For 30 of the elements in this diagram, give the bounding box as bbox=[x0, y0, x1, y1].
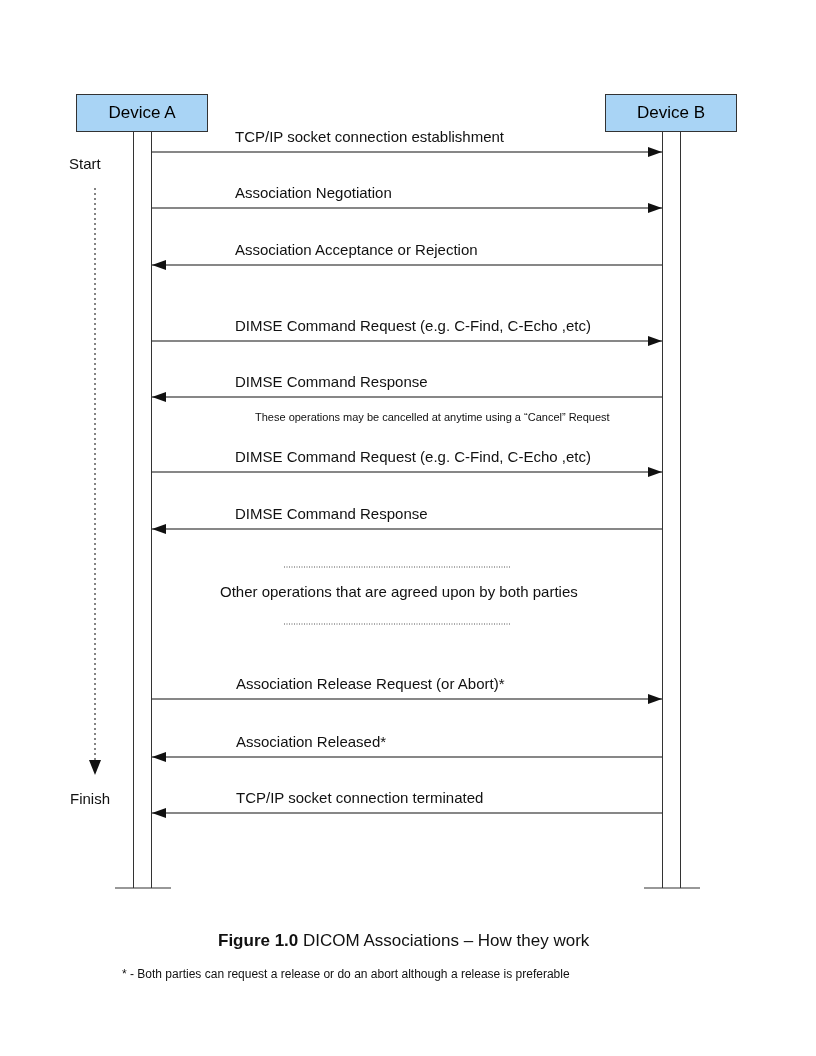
arrow bbox=[151, 260, 663, 270]
footnote: * - Both parties can request a release or do an abort although a release is preferable bbox=[122, 967, 570, 981]
note: These operations may be cancelled at anytime using a “Cancel” Request bbox=[255, 411, 610, 423]
message-label: DIMSE Command Response bbox=[235, 373, 428, 390]
arrow bbox=[151, 524, 663, 534]
message-label: Association Negotiation bbox=[235, 184, 392, 201]
message-label: DIMSE Command Request (e.g. C-Find, C-Echo ,etc) bbox=[235, 448, 591, 465]
message-label: TCP/IP socket connection establishment bbox=[235, 128, 505, 145]
note-text: Other operations that are agreed upon by both parties bbox=[220, 583, 578, 600]
arrow bbox=[151, 808, 663, 818]
arrow bbox=[151, 392, 663, 402]
lifeline bbox=[662, 132, 681, 888]
message-label: Association Acceptance or Rejection bbox=[235, 241, 478, 258]
arrow bbox=[151, 694, 663, 704]
lifeline bbox=[133, 132, 152, 888]
start-label: Start bbox=[69, 155, 101, 172]
arrow bbox=[151, 336, 663, 346]
message-label: DIMSE Command Response bbox=[235, 505, 428, 522]
participant-box: Device A bbox=[76, 94, 208, 132]
message-label: Association Release Request (or Abort)* bbox=[236, 675, 505, 692]
finish-label: Finish bbox=[70, 790, 110, 807]
message-label: DIMSE Command Request (e.g. C-Find, C-Echo ,etc) bbox=[235, 317, 591, 334]
arrow bbox=[151, 752, 663, 762]
figure-caption: Figure 1.0 DICOM Associations – How they work bbox=[218, 931, 590, 951]
message-label: Association Released* bbox=[236, 733, 387, 750]
arrow bbox=[151, 467, 663, 477]
arrow bbox=[151, 147, 663, 157]
arrow bbox=[151, 203, 663, 213]
participant-box: Device B bbox=[605, 94, 737, 132]
message-label: TCP/IP socket connection terminated bbox=[236, 789, 484, 806]
